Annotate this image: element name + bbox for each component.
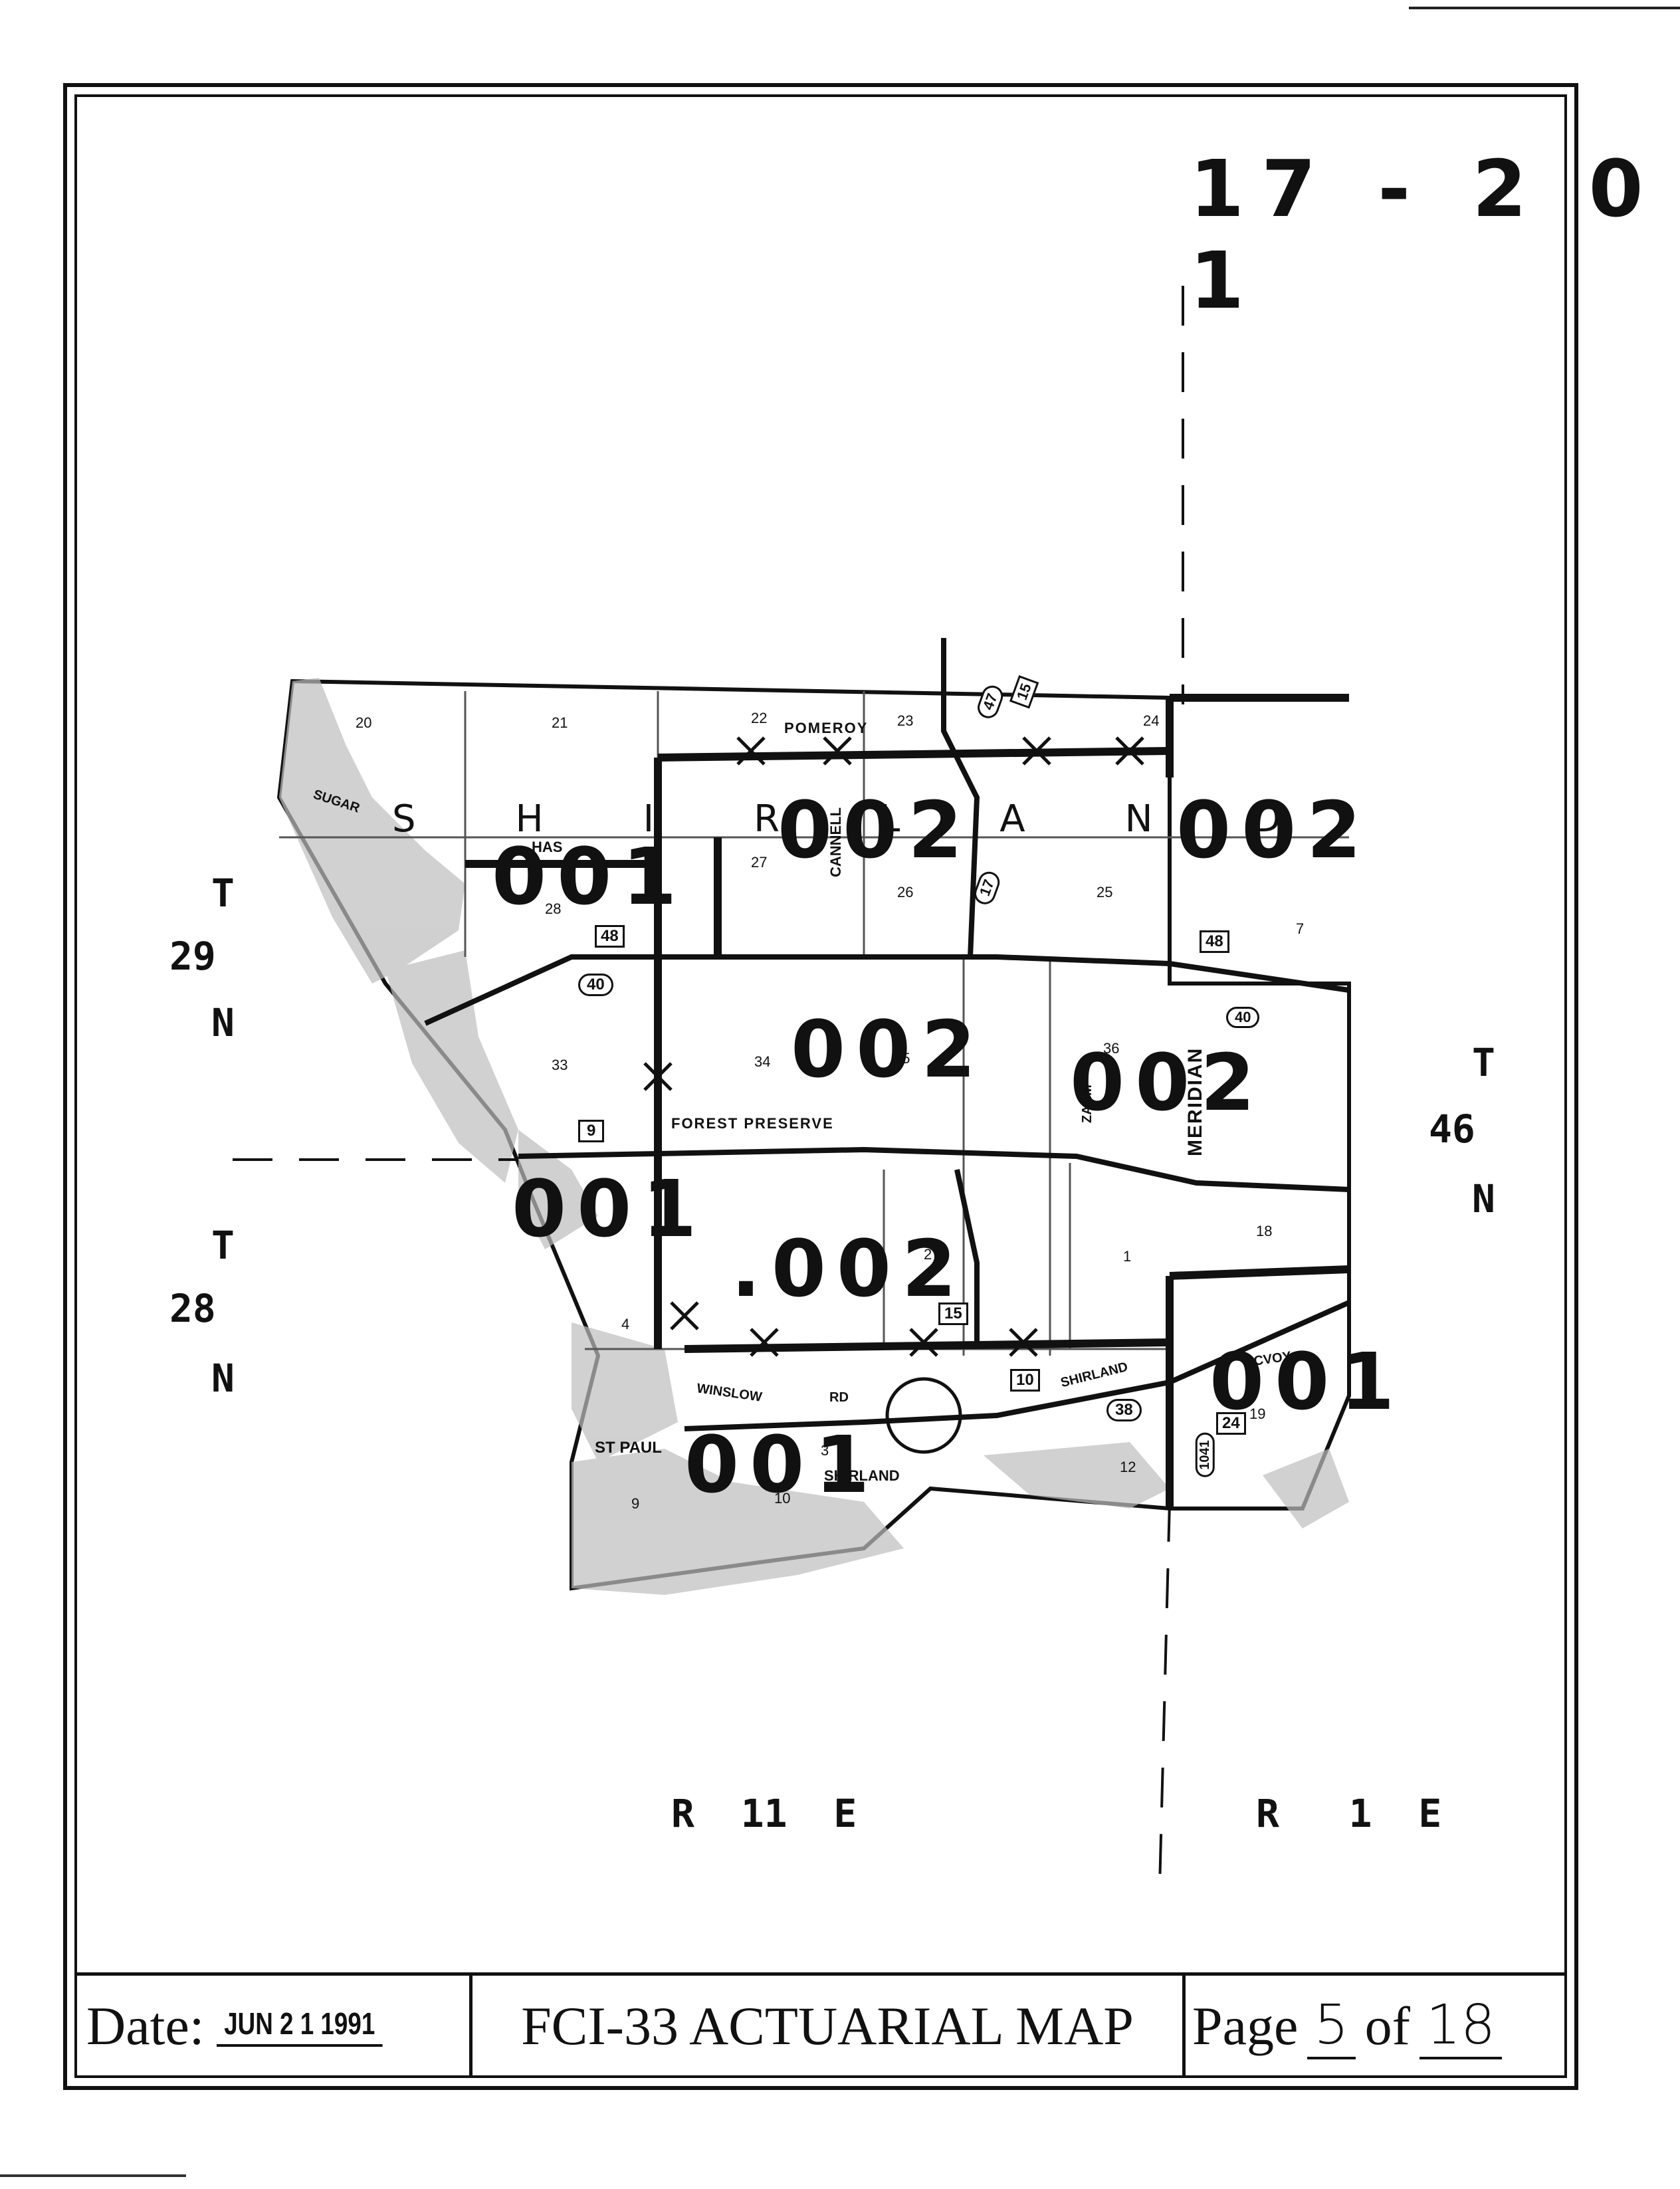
- route-shield: 38: [1106, 1399, 1142, 1421]
- township-t28-n: N: [211, 1356, 235, 1401]
- section-number: 18: [1256, 1223, 1273, 1239]
- date-value: JUN 2 1 1991: [216, 2006, 383, 2047]
- section-number: 19: [1249, 1406, 1266, 1422]
- inner-frame: [74, 94, 1567, 2078]
- section-number: 20: [356, 714, 372, 731]
- page-of: of: [1364, 1996, 1410, 2056]
- highways: [424, 638, 1350, 1431]
- township-dividers: [233, 286, 1184, 1888]
- township-letter: R: [754, 797, 780, 841]
- township-letter: L: [879, 797, 900, 841]
- page-cell: Page 5 of 18: [1186, 1976, 1566, 2077]
- bottom-edge-rule: [0, 2174, 186, 2177]
- road-name: CANNELL: [827, 807, 844, 877]
- route-shield: 10: [1010, 1369, 1040, 1392]
- road-name: POMEROY: [784, 720, 869, 736]
- section-number: 12: [1120, 1459, 1136, 1475]
- page-label: Page: [1192, 1996, 1299, 2056]
- route-shield: 15: [938, 1303, 968, 1325]
- section-number: 4: [621, 1316, 630, 1332]
- road-name: FOREST PRESERVE: [671, 1115, 834, 1132]
- township-letter: H: [515, 797, 544, 841]
- route-shield: 40: [578, 974, 613, 996]
- section-number: 26: [897, 884, 914, 900]
- section-number: 21: [552, 714, 568, 731]
- range-r1e: R 1 E: [1256, 1791, 1442, 1836]
- zone-label: 002: [1176, 784, 1372, 876]
- section-number: 24: [1143, 712, 1160, 729]
- road-name: HAS: [532, 839, 563, 855]
- page-number: 5: [1307, 1994, 1356, 2059]
- zone-label: 002: [778, 784, 974, 876]
- page-total: 18: [1419, 1994, 1503, 2059]
- township-t46-n: N: [1472, 1176, 1495, 1221]
- route-shield: 40: [1226, 1007, 1260, 1028]
- route-shield: 48: [595, 925, 625, 948]
- section-number: 35: [894, 1050, 910, 1067]
- top-edge-rule: [1409, 7, 1680, 9]
- section-number: 23: [897, 712, 914, 729]
- map-number: 17 - 2 0 1: [1190, 143, 1661, 326]
- township-t46-t: T: [1472, 1040, 1495, 1085]
- section-number: 7: [1296, 920, 1305, 937]
- section-number: 28: [545, 900, 562, 917]
- section-number: 36: [1103, 1040, 1120, 1057]
- zone-label: 001: [684, 1419, 881, 1511]
- date-label: Date:: [86, 1996, 205, 2056]
- range-r11e: R 11 E: [671, 1791, 857, 1836]
- road-name: ST PAUL: [595, 1439, 662, 1457]
- township-letter: N: [1124, 797, 1153, 841]
- zone-label: 001: [512, 1163, 708, 1255]
- section-number: 9: [631, 1495, 640, 1512]
- shirland-town-circle: [885, 1377, 962, 1454]
- road-name: RD: [829, 1390, 849, 1405]
- section-number: 22: [751, 710, 768, 726]
- township-t28-t: T: [211, 1223, 235, 1268]
- township-letter: S: [392, 797, 416, 841]
- section-number: 34: [754, 1053, 771, 1070]
- zone-label: 001: [492, 831, 688, 922]
- route-shield: 9: [578, 1120, 605, 1142]
- route-shield: 1041: [1195, 1433, 1215, 1477]
- section-number: 27: [751, 854, 768, 871]
- date-cell: Date: JUN 2 1 1991: [77, 1976, 472, 2077]
- section-number: 1: [1123, 1248, 1132, 1265]
- zone-label: 002: [791, 1003, 987, 1095]
- section-number: 33: [552, 1057, 568, 1073]
- outer-frame: [63, 83, 1578, 2090]
- section-number: 2: [924, 1246, 932, 1263]
- boundary-x-marks: [643, 736, 1144, 1357]
- section-number: 3: [821, 1442, 829, 1459]
- road-name: ZAHM: [1080, 1085, 1095, 1123]
- township-t29-num: 29: [169, 934, 216, 979]
- township-t29-n: N: [211, 1000, 235, 1045]
- route-shield: 24: [1216, 1412, 1246, 1435]
- road-name: SHIRLAND: [824, 1467, 900, 1484]
- water-areas: [279, 678, 1349, 1595]
- township-t28-num: 28: [169, 1286, 216, 1331]
- title-cell: FCI-33 ACTUARIAL MAP: [472, 1976, 1186, 2077]
- title-block: Date: JUN 2 1 1991 FCI-33 ACTUARIAL MAP …: [77, 1972, 1566, 2077]
- township-t46-num: 46: [1429, 1106, 1475, 1152]
- township-letter: I: [643, 797, 655, 841]
- township-t29-t: T: [211, 871, 235, 916]
- township-letter: A: [999, 797, 1025, 841]
- section-number: 25: [1097, 884, 1113, 900]
- zone-label: .002: [731, 1223, 968, 1314]
- route-shield: 48: [1200, 930, 1229, 953]
- township-name: S H I R L A N D: [392, 797, 1281, 841]
- township-letter: D: [1252, 797, 1281, 841]
- section-number: 10: [774, 1490, 791, 1507]
- map-title: FCI-33 ACTUARIAL MAP: [521, 1996, 1134, 2056]
- zone-label: 002: [1070, 1037, 1266, 1128]
- road-name: MERIDIAN: [1184, 1047, 1206, 1156]
